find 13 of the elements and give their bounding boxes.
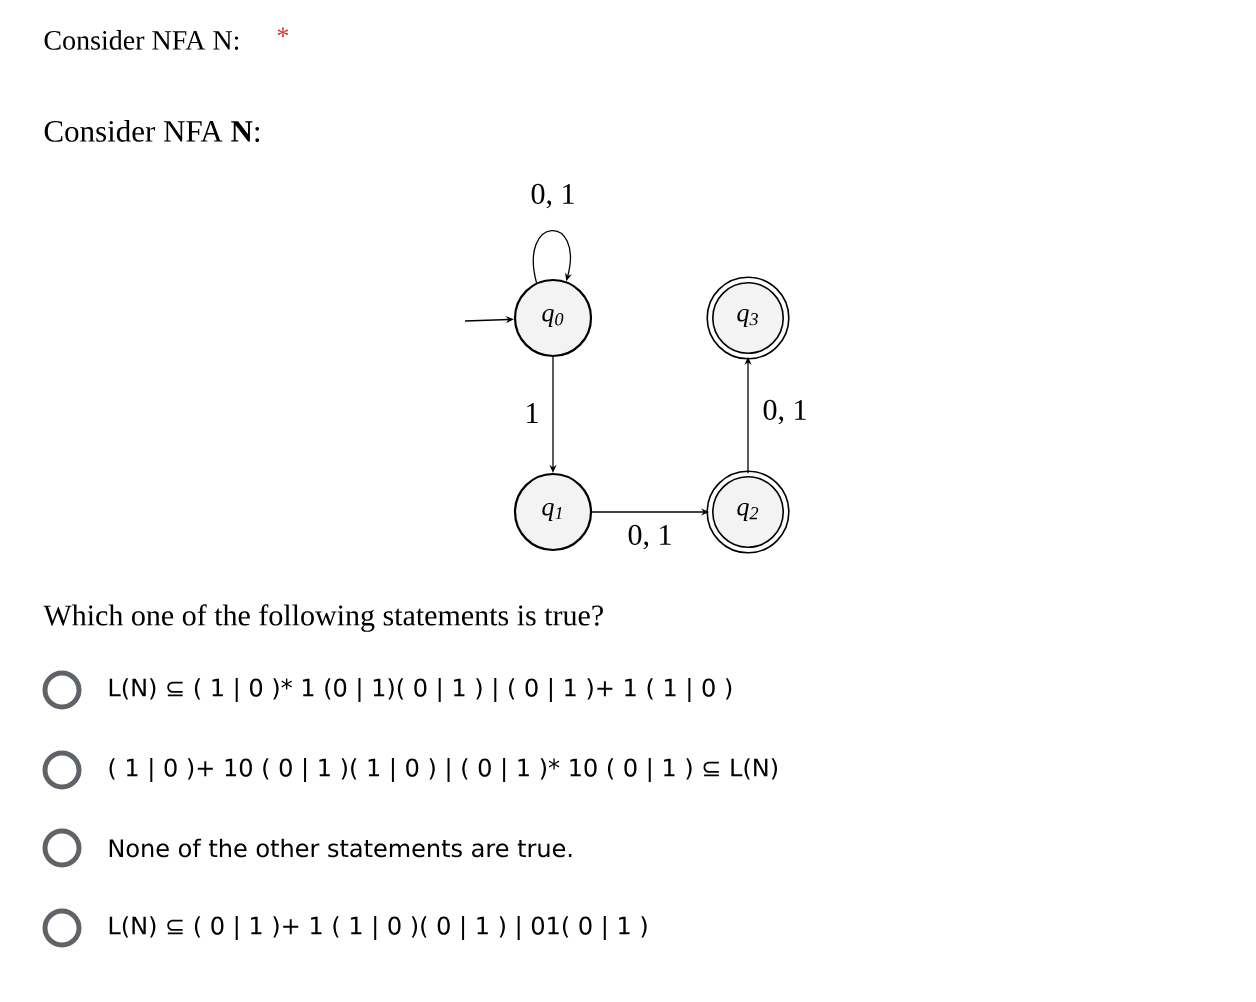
edge-label: 0, 1 xyxy=(760,397,810,427)
option-text: L(N) ⊆ ( 0 | 1 )+ 1 ( 1 | 0 )( 0 | 1 ) | 01( 0 | 1 ) xyxy=(109,916,647,940)
option-text: ( 1 | 0 )+ 10 ( 0 | 1 )( 1 | 0 ) | ( 0 | 1 )* 10 ( 0 | 1 ) ⊆ L(N) xyxy=(109,758,778,782)
heading: Consider NFA N: xyxy=(44,30,239,50)
asterisk: * xyxy=(277,27,289,37)
arrow xyxy=(532,229,572,284)
edge-label: 0, 1 xyxy=(625,522,675,552)
option-text: L(N) ⊆ ( 1 | 0 )* 1 (0 | 1)( 0 | 1 ) | ( 0 | 1 )+ 1 ( 1 | 0 ) xyxy=(109,678,732,702)
option-text: None of the other statements are true. xyxy=(109,838,572,858)
heading: Consider NFA N: xyxy=(44,120,260,142)
edge-label: 0, 1 xyxy=(528,181,578,211)
question-text: Which one of the following statements is true? xyxy=(43,604,603,632)
edge-label: 1 xyxy=(522,401,542,425)
